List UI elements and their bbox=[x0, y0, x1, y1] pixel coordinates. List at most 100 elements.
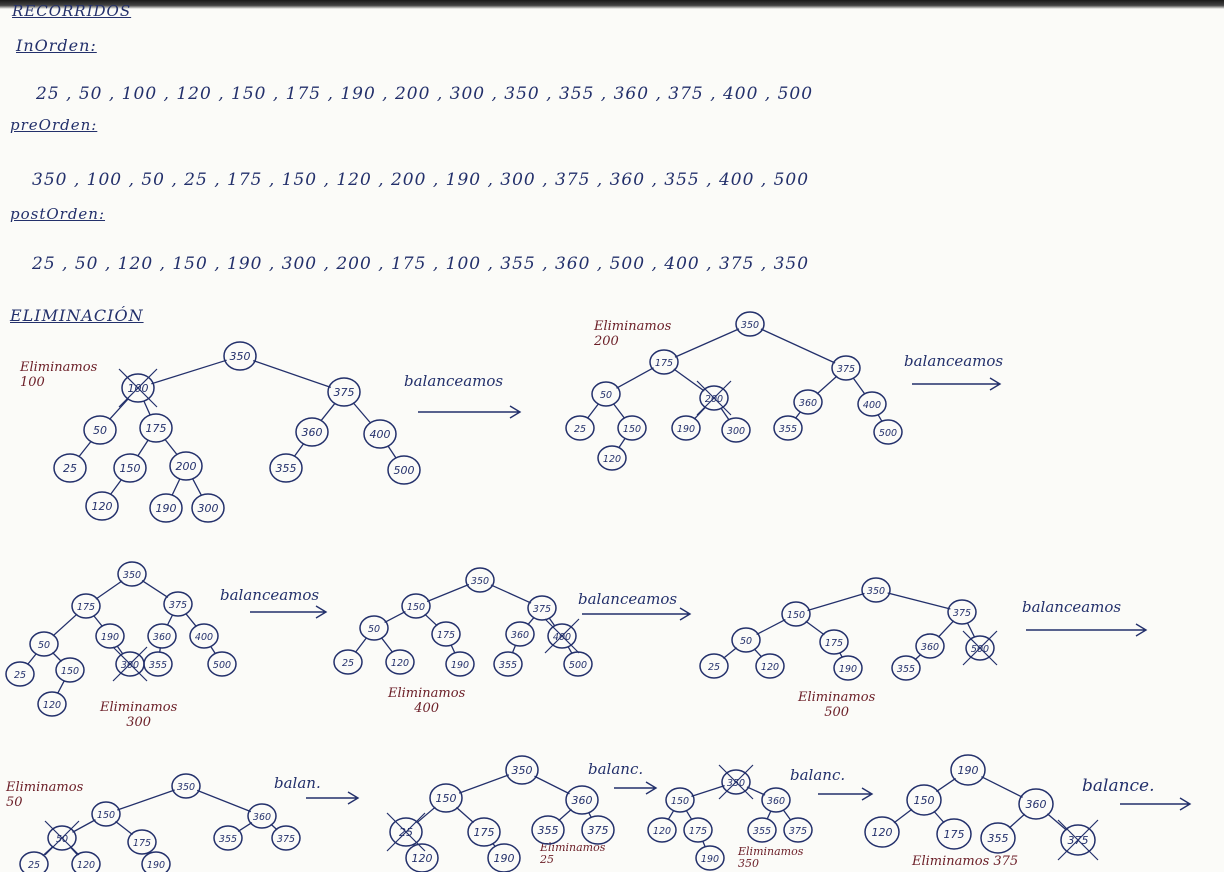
tree-node: 175 bbox=[683, 817, 713, 843]
tree-node: 175 bbox=[139, 413, 173, 443]
node-circle bbox=[755, 653, 785, 679]
node-value: 350 bbox=[741, 320, 759, 331]
node-value: 400 bbox=[863, 400, 881, 411]
node-circle bbox=[936, 818, 972, 850]
note-delete-350: Eliminamos 350 bbox=[738, 845, 804, 870]
tree-node: 175 bbox=[431, 621, 461, 647]
tree-edge bbox=[137, 439, 149, 457]
node-circle bbox=[783, 817, 813, 843]
tree-edge bbox=[166, 614, 174, 626]
node-value: 350 bbox=[177, 782, 195, 793]
tree-node: 300 bbox=[112, 646, 148, 682]
node-circle bbox=[163, 591, 193, 617]
node-value: 375 bbox=[588, 824, 609, 837]
tree-node: 355 bbox=[747, 817, 777, 843]
tree-node: 150 bbox=[91, 801, 121, 827]
tree-node: 500 bbox=[873, 419, 903, 445]
node-value: 300 bbox=[198, 502, 219, 515]
balance-label-4: balanceamos bbox=[578, 590, 678, 608]
tree-edge bbox=[667, 809, 675, 821]
node-circle bbox=[864, 816, 900, 848]
tree-edge bbox=[936, 777, 956, 793]
tree-node: 150 bbox=[429, 783, 463, 813]
node-value: 25 bbox=[63, 462, 77, 475]
tree-node: 500 bbox=[962, 630, 998, 666]
node-value: 200 bbox=[176, 460, 197, 473]
tree-node: 50 bbox=[359, 615, 389, 641]
tree-edge bbox=[57, 680, 65, 694]
tree-node: 100 bbox=[118, 368, 158, 408]
node-circle bbox=[389, 817, 423, 847]
node-circle bbox=[19, 851, 49, 872]
node-value: 355 bbox=[276, 462, 297, 475]
tree-node: 150 bbox=[617, 415, 647, 441]
node-circle bbox=[721, 769, 751, 795]
tree-edge bbox=[1008, 813, 1026, 829]
node-circle bbox=[271, 825, 301, 851]
tree-node: 360 bbox=[915, 633, 945, 659]
node-circle bbox=[55, 657, 85, 683]
node-value: 190 bbox=[677, 424, 695, 435]
tree-node: 360 bbox=[147, 623, 177, 649]
tree-edge bbox=[852, 377, 866, 395]
tree-edge bbox=[115, 820, 133, 836]
tree-node: 120 bbox=[37, 691, 67, 717]
node-circle bbox=[71, 851, 101, 872]
tree-edge bbox=[95, 580, 123, 600]
node-value: 360 bbox=[921, 642, 939, 653]
node-value: 120 bbox=[391, 658, 409, 669]
node-value: 375 bbox=[277, 834, 295, 845]
tree-node: 400 bbox=[189, 623, 219, 649]
node-value: 300 bbox=[727, 426, 745, 437]
tree-edge bbox=[424, 613, 438, 627]
node-value: 350 bbox=[512, 764, 533, 777]
node-circle bbox=[359, 615, 389, 641]
tree-edge bbox=[618, 437, 626, 449]
node-value: 50 bbox=[93, 424, 107, 437]
tree-node: 50 bbox=[83, 415, 117, 445]
node-value: 375 bbox=[837, 364, 855, 375]
note-delete-375: Eliminamos 375 bbox=[912, 854, 1019, 869]
tree-edge bbox=[567, 646, 573, 654]
tree-node: 400 bbox=[857, 391, 887, 417]
tree-edge bbox=[354, 637, 368, 653]
node-value: 175 bbox=[146, 422, 167, 435]
tree-node: 175 bbox=[936, 818, 972, 850]
node-value: 120 bbox=[92, 500, 113, 513]
note-delete-500: Eliminamos 500 bbox=[798, 690, 876, 720]
tree-node: 375 bbox=[947, 599, 977, 625]
node-value: 500 bbox=[879, 428, 897, 439]
node-circle bbox=[649, 349, 679, 375]
tree-edge bbox=[416, 806, 436, 824]
tree-node: 355 bbox=[531, 815, 565, 845]
node-circle bbox=[505, 621, 535, 647]
tree-node: 25 bbox=[53, 453, 87, 483]
tree-node: 355 bbox=[493, 651, 523, 677]
node-value: 120 bbox=[653, 826, 671, 837]
node-value: 375 bbox=[953, 608, 971, 619]
node-circle bbox=[85, 491, 119, 521]
tree-edge bbox=[78, 440, 92, 458]
tree-node: 175 bbox=[819, 629, 849, 655]
node-circle bbox=[950, 754, 986, 786]
tree-node: 50 bbox=[591, 381, 621, 407]
balance-label-5: balanceamos bbox=[1022, 598, 1122, 616]
tree-edge bbox=[933, 810, 945, 824]
tree-node: 500 bbox=[563, 651, 593, 677]
tree-edge bbox=[511, 644, 517, 654]
tree-edge bbox=[722, 647, 738, 659]
node-circle bbox=[83, 415, 117, 445]
node-value: 120 bbox=[412, 852, 433, 865]
node-value: 360 bbox=[302, 426, 323, 439]
node-circle bbox=[891, 655, 921, 681]
node-circle bbox=[1018, 788, 1054, 820]
node-value: 360 bbox=[572, 794, 593, 807]
tree-node: 350 bbox=[505, 755, 539, 785]
balance-label-8: balanc. bbox=[790, 766, 846, 784]
node-circle bbox=[169, 451, 203, 481]
node-circle bbox=[761, 787, 791, 813]
tree-edge bbox=[117, 789, 175, 811]
node-circle bbox=[207, 651, 237, 677]
tree-edge bbox=[320, 402, 336, 422]
node-circle bbox=[505, 755, 539, 785]
